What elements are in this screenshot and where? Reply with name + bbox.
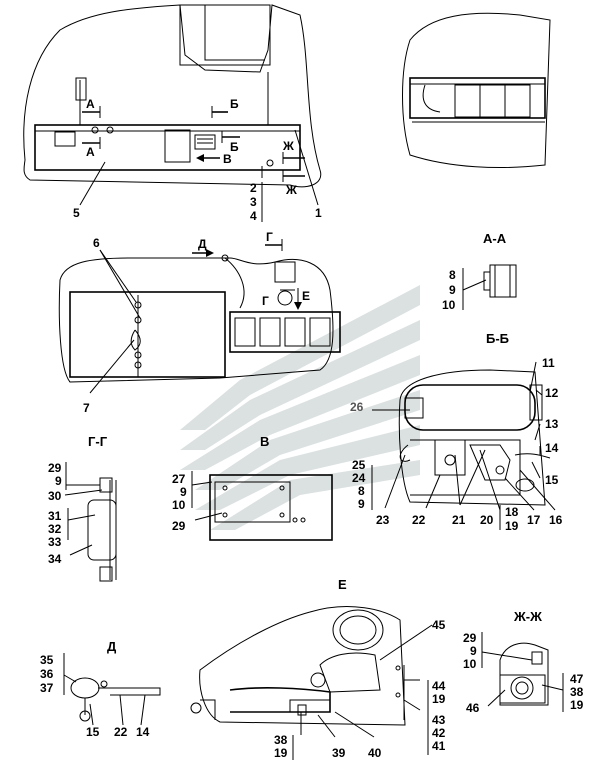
gg-callout-33: 33 [48, 535, 62, 549]
view-v-title: В [260, 434, 269, 449]
section-mark-e: Е [302, 289, 310, 303]
e-callout-19b: 19 [274, 746, 288, 760]
view-gg: Г-Г 29 9 30 31 32 33 34 [48, 434, 117, 582]
view-e: Е 45 44 19 43 42 41 38 19 39 40 [190, 577, 446, 760]
gg-callout-34: 34 [48, 552, 62, 566]
gg-callout-31: 31 [48, 509, 62, 523]
section-mark-b-bottom: Б [230, 140, 239, 154]
bb-callout-21: 21 [452, 513, 466, 527]
section-mark-g-top: Г [266, 230, 273, 244]
view-bb: Б-Б 11 12 13 14 15 16 17 18 19 [350, 331, 563, 533]
bb-callout-16: 16 [549, 513, 563, 527]
aa-callout-10: 10 [442, 298, 456, 312]
view-d-title: Д [107, 639, 117, 654]
view-bb-title: Б-Б [486, 331, 509, 346]
zh-callout-19: 19 [570, 698, 584, 712]
section-mark-a-bottom: А [86, 145, 95, 159]
v-callout-10: 10 [172, 498, 186, 512]
zh-callout-47: 47 [570, 672, 584, 686]
d-callout-14: 14 [136, 725, 150, 739]
callout-4: 4 [250, 209, 257, 223]
bb-callout-20: 20 [480, 513, 494, 527]
bb-callout-14: 14 [545, 441, 559, 455]
e-callout-43: 43 [432, 713, 446, 727]
e-callout-38: 38 [274, 733, 288, 747]
view-aa: А-А 8 9 10 [442, 231, 517, 312]
middle-view: Д Г Г Е 6 7 [58, 230, 341, 415]
bb-callout-15: 15 [545, 473, 559, 487]
view-zhzh: Ж-Ж 29 9 10 47 38 19 46 [463, 609, 584, 715]
view-gg-title: Г-Г [88, 434, 108, 449]
callout-5: 5 [73, 206, 80, 220]
zh-callout-10: 10 [463, 657, 477, 671]
e-callout-44: 44 [432, 679, 446, 693]
v-callout-29: 29 [172, 519, 186, 533]
e-callout-45: 45 [432, 618, 446, 632]
bb-callout-24: 24 [352, 471, 366, 485]
bb-callout-23: 23 [376, 513, 390, 527]
watermark-logo [180, 285, 420, 530]
bb-callout-12: 12 [545, 386, 559, 400]
view-v: В 27 9 10 29 [172, 434, 333, 541]
zh-callout-9: 9 [470, 644, 477, 658]
e-callout-19: 19 [432, 692, 446, 706]
view-e-title: Е [338, 577, 347, 592]
main-view: А А Б Б В Ж Ж 5 2 3 4 1 [23, 4, 322, 223]
e-callout-40: 40 [368, 746, 382, 760]
bb-callout-19: 19 [505, 519, 519, 533]
section-mark-g-inner: Г [262, 294, 269, 308]
aa-callout-9: 9 [449, 283, 456, 297]
section-mark-a-top: А [86, 97, 95, 111]
d-callout-35: 35 [40, 653, 54, 667]
gg-callout-29: 29 [48, 461, 62, 475]
section-mark-zh-top: Ж [282, 139, 294, 153]
bb-callout-17: 17 [527, 513, 541, 527]
view-zhzh-title: Ж-Ж [513, 609, 542, 624]
callout-6: 6 [93, 236, 100, 250]
d-callout-15: 15 [86, 725, 100, 739]
callout-3: 3 [250, 195, 257, 209]
top-right-view [402, 12, 551, 169]
bb-callout-18: 18 [505, 505, 519, 519]
bb-callout-25: 25 [352, 458, 366, 472]
callout-7: 7 [83, 401, 90, 415]
section-mark-zh-bottom: Ж [285, 183, 297, 197]
bb-callout-9: 9 [358, 497, 365, 511]
callout-1: 1 [315, 206, 322, 220]
bb-callout-8: 8 [358, 484, 365, 498]
d-callout-36: 36 [40, 667, 54, 681]
callout-2: 2 [250, 181, 257, 195]
zh-callout-38: 38 [570, 685, 584, 699]
e-callout-39: 39 [332, 746, 346, 760]
bb-callout-26: 26 [350, 400, 364, 414]
gg-callout-32: 32 [48, 522, 62, 536]
section-mark-b-top: Б [230, 97, 239, 111]
v-callout-27: 27 [172, 472, 186, 486]
view-aa-title: А-А [483, 231, 507, 246]
bb-callout-22: 22 [412, 513, 426, 527]
view-d: Д 35 36 37 15 22 14 [40, 639, 161, 739]
e-callout-41: 41 [432, 739, 446, 753]
d-callout-22: 22 [114, 725, 128, 739]
zh-callout-29: 29 [463, 631, 477, 645]
gg-callout-30: 30 [48, 489, 62, 503]
section-mark-d: Д [198, 237, 207, 251]
aa-callout-8: 8 [449, 268, 456, 282]
zh-callout-46: 46 [466, 701, 480, 715]
section-mark-v: В [223, 152, 232, 166]
bb-callout-11: 11 [542, 356, 555, 370]
d-callout-37: 37 [40, 681, 54, 695]
bb-callout-13: 13 [545, 417, 559, 431]
gg-callout-9: 9 [55, 474, 62, 488]
v-callout-9: 9 [180, 485, 187, 499]
e-callout-42: 42 [432, 726, 446, 740]
